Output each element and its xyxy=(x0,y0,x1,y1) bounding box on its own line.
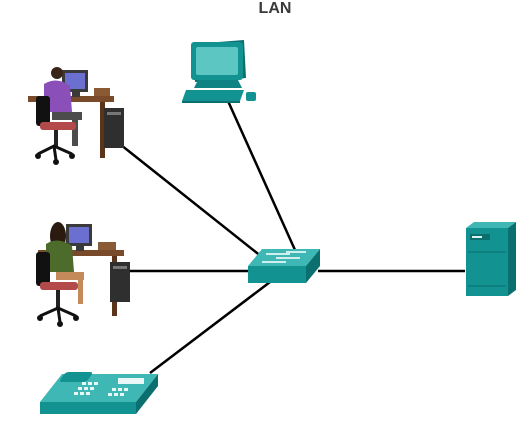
user-workstation-1[interactable] xyxy=(28,67,124,165)
ip-phone[interactable] xyxy=(40,372,158,414)
switch[interactable] xyxy=(248,249,320,283)
links xyxy=(115,100,465,374)
title-text: LAN xyxy=(258,0,292,17)
desktop-pc[interactable] xyxy=(182,40,256,103)
user-workstation-2[interactable] xyxy=(36,222,130,327)
link-user1-switch xyxy=(115,140,263,258)
server[interactable] xyxy=(466,222,516,296)
link-pc-switch xyxy=(226,100,297,251)
link-phone-switch xyxy=(149,281,271,374)
